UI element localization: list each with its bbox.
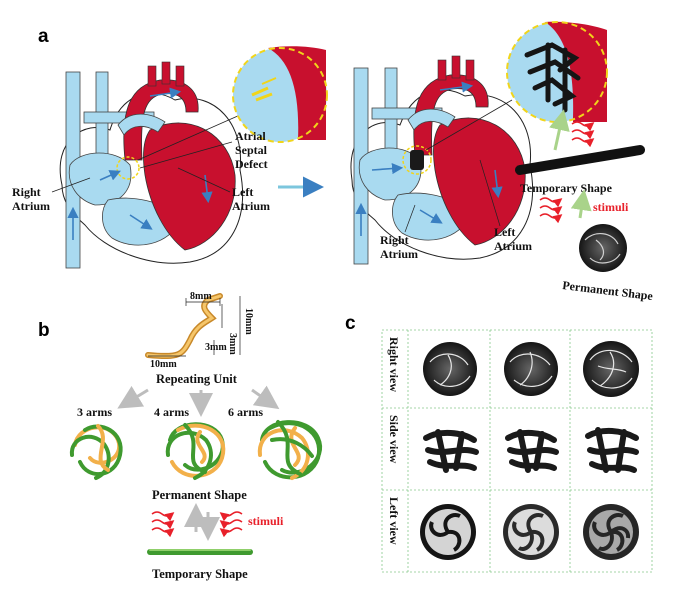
label-repeating-unit: Repeating Unit bbox=[156, 372, 238, 386]
svg-text:Atrium: Atrium bbox=[494, 239, 532, 253]
dim-3mm-mid: 3mm bbox=[227, 333, 238, 355]
gray-branch-arrows bbox=[117, 385, 280, 417]
photo-left-view-3 bbox=[583, 504, 639, 560]
svg-text:Left: Left bbox=[494, 225, 515, 239]
photo-side-view-2 bbox=[505, 429, 559, 473]
label-6-arms: 6 arms bbox=[228, 405, 263, 419]
label-3-arms: 3 arms bbox=[77, 405, 112, 419]
photo-right-view-1 bbox=[423, 342, 477, 396]
svg-text:Right: Right bbox=[380, 233, 409, 247]
photo-right-view-3 bbox=[583, 341, 639, 397]
label-left-atrium-left: Left Atrium bbox=[232, 185, 270, 213]
label-4-arms: 4 arms bbox=[154, 405, 189, 419]
label-temporary-shape-b: Temporary Shape bbox=[152, 567, 248, 581]
repeating-unit-shape bbox=[145, 293, 223, 360]
heart-right-illustration bbox=[350, 55, 534, 265]
label-left-atrium-right: Left Atrium bbox=[494, 225, 532, 253]
stimuli-waves-b-left bbox=[151, 511, 175, 538]
svg-text:Atrial: Atrial bbox=[235, 129, 266, 143]
green-arrow-up-2 bbox=[570, 189, 592, 219]
bidirectional-arrows-b bbox=[184, 503, 220, 541]
green-arrow-up bbox=[549, 109, 570, 151]
zoom-circle-occluder bbox=[506, 21, 608, 123]
coil-6-arms bbox=[257, 420, 322, 480]
photo-left-view-1 bbox=[420, 504, 476, 560]
label-stimuli-b: stimuli bbox=[248, 514, 284, 528]
photo-left-view-2 bbox=[503, 504, 559, 560]
coil-4-arms bbox=[165, 422, 226, 480]
label-stimuli-a: stimuli bbox=[593, 200, 629, 214]
svg-text:Right: Right bbox=[12, 185, 41, 199]
label-right-atrium-left: Right Atrium bbox=[12, 185, 50, 213]
dim-10mm-right: 10mm bbox=[243, 308, 254, 335]
svg-text:Atrium: Atrium bbox=[380, 247, 418, 261]
dim-10mm-bottom: 10mm bbox=[150, 359, 177, 370]
label-atrial-septal-defect: Atrial Septal Defect bbox=[235, 129, 268, 171]
panel-c-label: c bbox=[345, 313, 356, 334]
stimuli-waves-b-right bbox=[219, 511, 243, 538]
label-permanent-shape-a: Permanent Shape bbox=[562, 278, 655, 303]
svg-text:Atrium: Atrium bbox=[232, 199, 270, 213]
panel-b-label: b bbox=[38, 320, 50, 341]
dim-3mm-lower: 3mm bbox=[205, 342, 227, 353]
label-temporary-shape-a: Temporary Shape bbox=[520, 181, 613, 195]
row-label-left-view: Left view bbox=[387, 497, 401, 545]
dimension-lines bbox=[148, 296, 241, 357]
panel-a-label: a bbox=[38, 26, 49, 47]
svg-text:Left: Left bbox=[232, 185, 253, 199]
row-label-side-view: Side view bbox=[387, 415, 401, 464]
photo-side-view-3 bbox=[585, 427, 639, 473]
row-label-right-view: Right view bbox=[387, 337, 401, 392]
coil-3-arms bbox=[69, 424, 123, 480]
photo-side-view-1 bbox=[423, 429, 479, 473]
label-permanent-shape-b: Permanent Shape bbox=[152, 488, 247, 502]
svg-text:Defect: Defect bbox=[235, 157, 268, 171]
dim-8mm: 8mm bbox=[190, 291, 212, 302]
zoom-circle-asd bbox=[232, 46, 328, 143]
svg-text:Septal: Septal bbox=[235, 143, 268, 157]
stimuli-waves-a-top bbox=[571, 121, 595, 148]
stimuli-waves-a-bottom bbox=[539, 197, 563, 224]
svg-text:Atrium: Atrium bbox=[12, 199, 50, 213]
label-right-atrium-right: Right Atrium bbox=[380, 233, 418, 261]
temporary-shape-rod bbox=[515, 145, 645, 175]
heart-left-illustration bbox=[59, 61, 244, 269]
photo-right-view-2 bbox=[504, 342, 558, 396]
permanent-shape-knot-a bbox=[579, 224, 627, 272]
